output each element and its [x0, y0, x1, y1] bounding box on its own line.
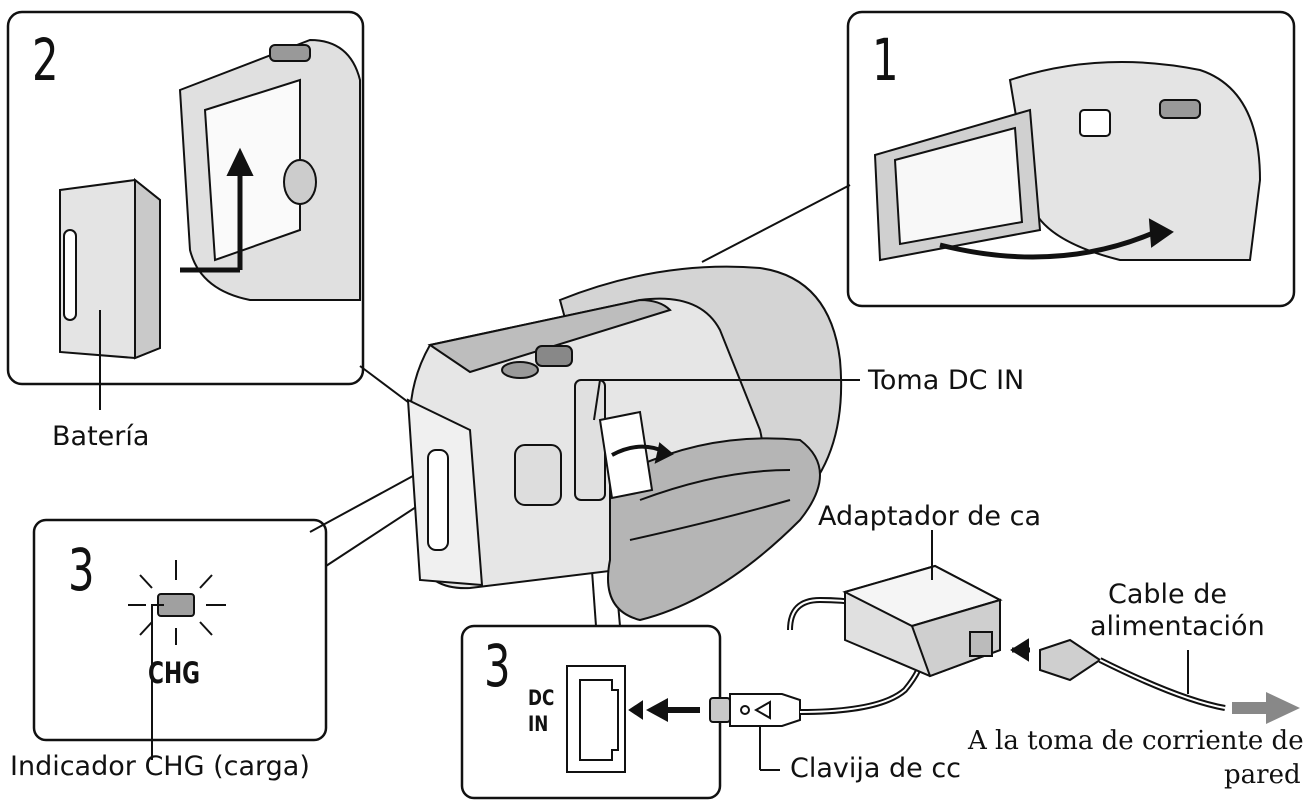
panel-step3-chg	[32, 518, 328, 742]
dcin-jack	[566, 665, 643, 773]
chg-text: CHG	[148, 656, 201, 690]
leader-lines	[593, 379, 860, 421]
chg-indicator	[128, 560, 226, 760]
label-bateria: Batería	[52, 421, 150, 452]
battery-illustration	[59, 177, 161, 410]
power-cord	[1010, 638, 1226, 711]
label-indicador-chg: Indicador CHG (carga)	[10, 751, 310, 782]
arrow-to-wall-outlet	[1232, 692, 1300, 724]
label-toma-corriente-1: A la toma de corriente de	[968, 726, 1304, 756]
ac-adapter	[787, 530, 1003, 715]
dc-plug	[709, 693, 801, 771]
dc-arrow-to-jack	[646, 698, 700, 722]
step-number-1: 1	[872, 26, 899, 94]
camera-rear-step2	[178, 38, 361, 301]
step-number-2: 2	[32, 26, 59, 94]
step-number-3-chg: 3	[68, 536, 95, 604]
in-text: IN	[528, 712, 549, 736]
camera-lcd-step1	[873, 61, 1262, 262]
camcorder-main	[406, 265, 843, 622]
step-number-3-dcin: 3	[484, 632, 511, 700]
label-toma-corriente-2: pared	[1224, 760, 1301, 790]
label-cable-2: alimentación	[1090, 611, 1265, 642]
label-cable-1: Cable de	[1108, 579, 1227, 610]
label-adaptador: Adaptador de ca	[818, 501, 1042, 532]
label-clavija: Clavija de cc	[790, 753, 962, 784]
label-toma-dc-in: Toma DC IN	[868, 365, 1025, 396]
dc-text: DC	[528, 686, 555, 710]
